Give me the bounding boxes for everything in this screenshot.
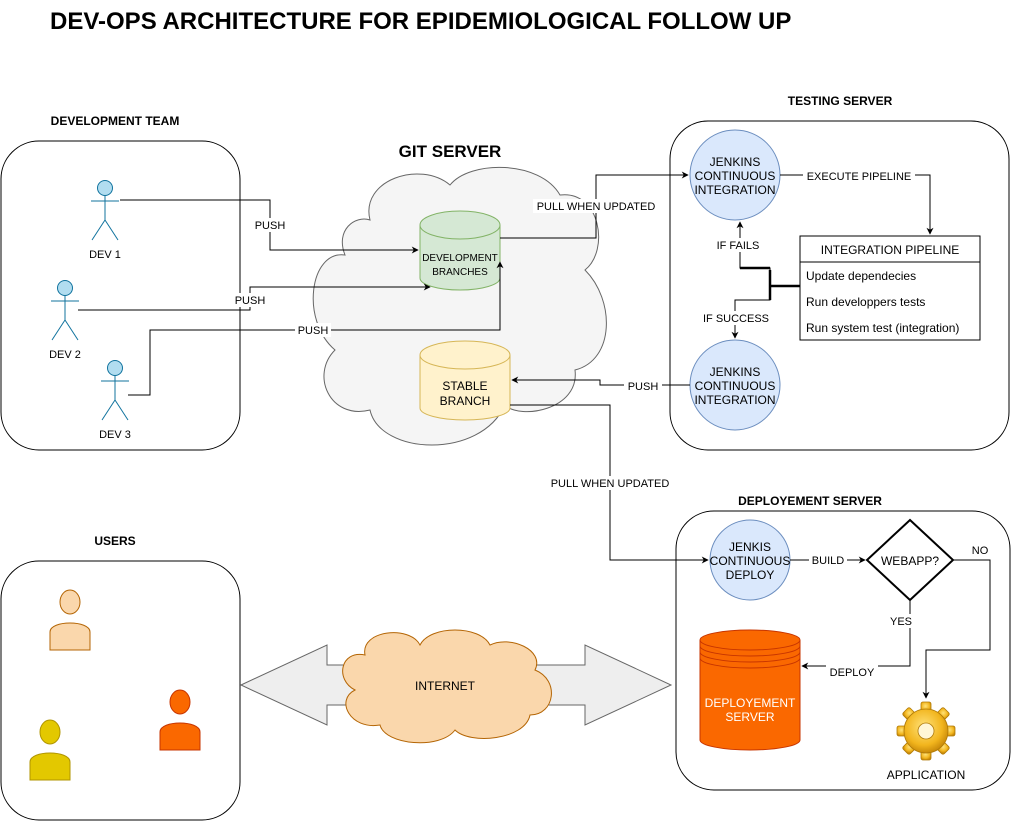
integration-pipeline-box bbox=[799, 235, 981, 341]
edge-label-push: PUSH bbox=[298, 325, 329, 337]
gear-icon bbox=[896, 701, 956, 761]
pipeline-step: Update dependecies bbox=[806, 269, 916, 283]
deployement-server-database bbox=[699, 629, 801, 751]
development-branches-label-2: BRANCHES bbox=[432, 267, 488, 278]
webapp-decision-label: WEBAPP? bbox=[881, 554, 939, 568]
edge-no bbox=[922, 559, 991, 699]
edge-label-build: BUILD bbox=[812, 555, 844, 567]
integration-pipeline-title: INTEGRATION PIPELINE bbox=[821, 243, 959, 257]
development-branches-database bbox=[419, 210, 501, 291]
user-person-icon bbox=[29, 719, 71, 781]
internet-label: INTERNET bbox=[415, 679, 476, 693]
dev-person-icon bbox=[101, 360, 129, 421]
testing-server-title: TESTING SERVER bbox=[788, 94, 893, 108]
page-title: DEV-OPS ARCHITECTURE FOR EPIDEMIOLOGICAL… bbox=[50, 8, 791, 35]
edge-label-push: PUSH bbox=[235, 295, 266, 307]
edge-push-dev3 bbox=[128, 261, 504, 396]
development-team-title: DEVELOPMENT TEAM bbox=[51, 114, 180, 128]
internet-cloud-icon bbox=[342, 629, 552, 744]
users-container bbox=[0, 560, 241, 821]
edge-label-yes: YES bbox=[890, 616, 912, 628]
jenkins-ci-top-label-2: CONTINUOUS bbox=[695, 169, 776, 183]
stable-branch-label-2: BRANCH bbox=[440, 394, 491, 408]
jenkis-cd-label-2: CONTINUOUS bbox=[710, 554, 791, 568]
user-person-icon bbox=[159, 689, 201, 751]
stable-branch-database bbox=[419, 340, 511, 421]
application-label: APPLICATION bbox=[887, 768, 965, 782]
dev-person-icon bbox=[51, 280, 79, 341]
edge-label-deploy: DEPLOY bbox=[830, 667, 875, 679]
jenkins-ci-bottom-label-3: INTEGRATION bbox=[694, 393, 775, 407]
edge-label-push: PUSH bbox=[255, 220, 286, 232]
edge-label-no: NO bbox=[972, 545, 989, 557]
deployement-db-label-1: DEPLOYEMENT bbox=[705, 696, 796, 710]
edge-label-push-stable: PUSH bbox=[628, 381, 659, 393]
jenkins-ci-top-label-3: INTEGRATION bbox=[694, 183, 775, 197]
git-cloud-icon bbox=[312, 166, 607, 446]
jenkins-ci-bottom-label-1: JENKINS bbox=[710, 365, 761, 379]
edge-label-if-fails: IF FAILS bbox=[717, 240, 760, 252]
dev1-label: DEV 1 bbox=[89, 249, 121, 261]
jenkins-ci-top-label-1: JENKINS bbox=[710, 155, 761, 169]
dev-person-icon bbox=[91, 180, 119, 241]
jenkins-ci-bottom-label-2: CONTINUOUS bbox=[695, 379, 776, 393]
pipeline-step: Run developpers tests bbox=[806, 295, 925, 309]
development-team-container bbox=[0, 140, 241, 451]
development-branches-label-1: DEVELOPMENT bbox=[422, 253, 498, 264]
jenkis-cd-label-3: DEPLOY bbox=[726, 568, 775, 582]
deployement-db-label-2: SERVER bbox=[725, 710, 774, 724]
edge-label-pull-bottom: PULL WHEN UPDATED bbox=[551, 478, 670, 490]
jenkis-cd-label-1: JENKIS bbox=[729, 540, 771, 554]
edge-label-execute-pipeline: EXECUTE PIPELINE bbox=[807, 171, 912, 183]
user-person-icon bbox=[49, 589, 91, 651]
dev2-label: DEV 2 bbox=[49, 349, 81, 361]
stable-branch-label-1: STABLE bbox=[442, 379, 487, 393]
deployement-server-title: DEPLOYEMENT SERVER bbox=[738, 494, 882, 508]
edge-labels: PUSH PUSH PUSH PULL WHEN UPDATED EXECUTE… bbox=[232, 169, 989, 679]
users-title: USERS bbox=[94, 534, 135, 548]
git-server-title: GIT SERVER bbox=[399, 142, 502, 161]
pipeline-step: Run system test (integration) bbox=[806, 321, 959, 335]
edge-label-if-success: IF SUCCESS bbox=[703, 313, 769, 325]
dev3-label: DEV 3 bbox=[99, 429, 131, 441]
edge-label-pull-top: PULL WHEN UPDATED bbox=[537, 201, 656, 213]
